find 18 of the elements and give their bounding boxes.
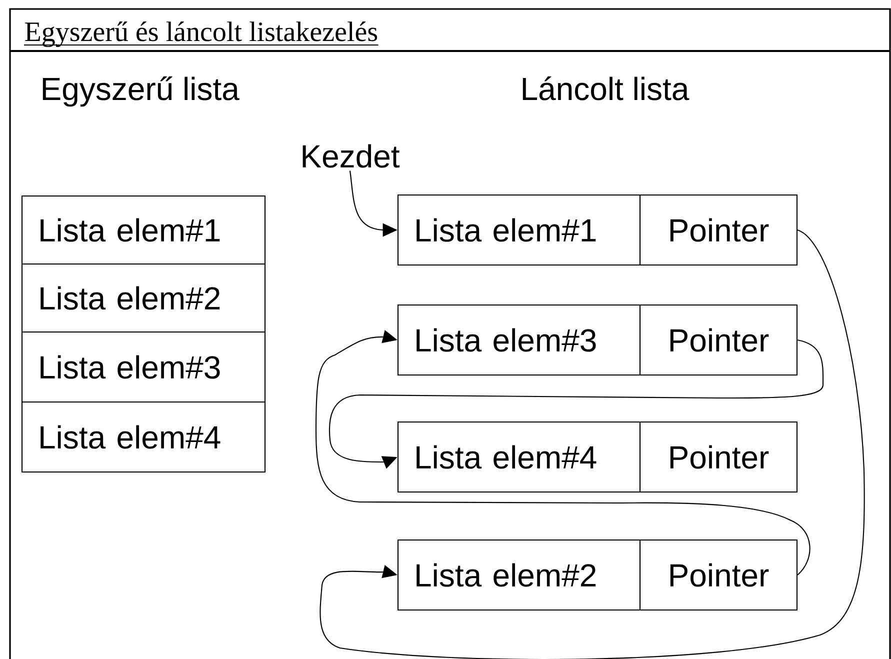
list-cell: Lista elem#1 (397, 194, 641, 266)
list-cell: Lista elem#4 (397, 421, 641, 493)
list-cell: Lista elem#4 (21, 401, 266, 473)
list-cell: Lista elem#2 (397, 539, 641, 611)
pointer-cell: Pointer (639, 421, 798, 493)
section-heading: Egyszerű lista (42, 76, 240, 107)
list-cell: Lista elem#3 (21, 331, 266, 403)
arrow (315, 330, 810, 576)
arrow (320, 230, 865, 659)
pointer-cell: Pointer (639, 304, 798, 376)
start-label: Kezdet (302, 144, 400, 168)
section-heading: Láncolt lista (522, 76, 690, 100)
list-cell: Lista elem#3 (397, 304, 641, 376)
list-cell: Lista elem#2 (21, 263, 266, 333)
pointer-cell: Pointer (639, 194, 798, 266)
title: Egyszerű és láncolt listakezelés (24, 22, 378, 48)
list-cell: Lista elem#1 (21, 195, 266, 265)
pointer-cell: Pointer (639, 539, 798, 611)
